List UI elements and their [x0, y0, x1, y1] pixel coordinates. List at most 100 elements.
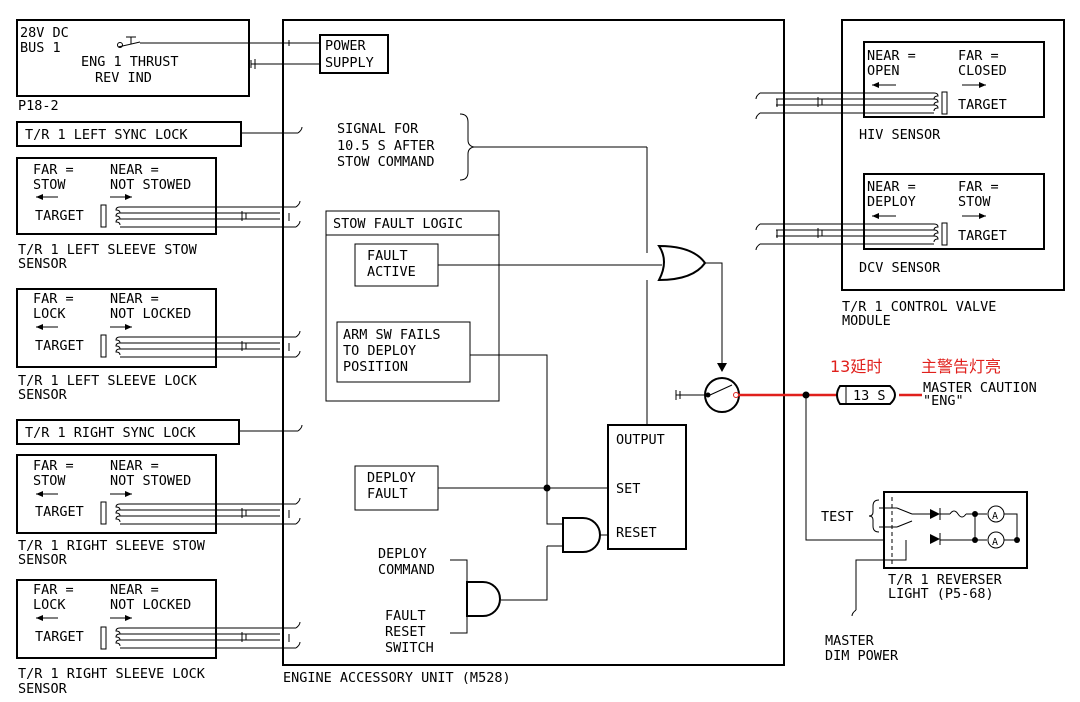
svg-text:FAR =: FAR = [33, 162, 74, 178]
reverser-light-box [883, 491, 1028, 569]
fault-active-line2: ACTIVE [367, 264, 416, 280]
cvm-caption-1: T/R 1 CONTROL VALVE [842, 299, 996, 315]
svg-text:NOT STOWED: NOT STOWED [110, 473, 191, 489]
output-switch-icon [675, 377, 740, 413]
svg-text:NEAR =: NEAR = [110, 458, 159, 474]
bus-label-line1: 28V DC [20, 25, 69, 41]
left-sync-lock-label: T/R 1 LEFT SYNC LOCK [25, 127, 188, 143]
reverser-light-caption-2: LIGHT (P5-68) [888, 586, 994, 602]
arm-line3: POSITION [343, 359, 408, 375]
svg-text:NEAR =: NEAR = [867, 48, 916, 64]
right-sync-lock-box [16, 419, 240, 445]
right-stow-sensor: FAR = STOW NEAR = NOT STOWED TARGET [16, 454, 301, 534]
svg-text:TARGET: TARGET [35, 629, 84, 645]
svg-text:CLOSED: CLOSED [958, 63, 1007, 79]
breaker-label-line2: REV IND [95, 70, 152, 86]
svg-text:FAR =: FAR = [33, 458, 74, 474]
test-switch-icon [879, 507, 930, 528]
master-caution-line1: MASTER CAUTION [923, 380, 1037, 396]
power-supply-line1: POWER [325, 38, 367, 54]
svg-text:TARGET: TARGET [35, 504, 84, 520]
svg-text:STOW: STOW [33, 473, 66, 489]
deploy-fault-line2: FAULT [367, 486, 408, 502]
arm-sw-fails-box [336, 321, 471, 383]
svg-text:STOW: STOW [958, 194, 991, 210]
diode-icon [930, 534, 940, 544]
power-supply-box [319, 34, 389, 74]
deploy-command-line2: COMMAND [378, 562, 435, 578]
eau-connector-marks [288, 40, 778, 642]
left-lock-sensor: FAR = LOCK NEAR = NOT LOCKED TARGET [16, 288, 301, 368]
signal-label-line1: SIGNAL FOR [337, 121, 419, 137]
deploy-and-gate [466, 581, 501, 617]
latch-set-label: SET [616, 481, 640, 497]
fault-reset-line3: SWITCH [385, 640, 434, 656]
svg-text:NEAR =: NEAR = [867, 179, 916, 195]
fault-active-line1: FAULT [367, 248, 408, 264]
svg-text:FAR =: FAR = [33, 291, 74, 307]
left-stow-sensor: FAR = STOW NEAR = NOT STOWED TARGET [16, 157, 301, 235]
svg-text:NEAR =: NEAR = [110, 162, 159, 178]
hiv-sensor: NEAR = OPEN FAR = CLOSED TARGET [755, 41, 1045, 120]
right-stow-sensor-caption-2: SENSOR [18, 552, 68, 568]
deploy-fault-line1: DEPLOY [367, 470, 416, 486]
bus-label-line2: BUS 1 [20, 40, 61, 56]
ground-icon [250, 59, 320, 69]
lamp-label-upper: A [992, 511, 998, 522]
latch-reset-label: RESET [616, 525, 657, 541]
svg-text:TARGET: TARGET [35, 208, 84, 224]
delay-label: 13 S [853, 388, 886, 404]
svg-text:NOT LOCKED: NOT LOCKED [110, 306, 191, 322]
master-dim-line2: DIM POWER [825, 648, 899, 664]
circuit-breaker-icon [117, 36, 141, 48]
left-sync-lock-box [16, 121, 242, 147]
delay-element: 13 S [836, 385, 896, 405]
power-supply-line2: SUPPLY [325, 55, 374, 71]
test-brace [868, 499, 880, 533]
right-lock-sensor: FAR = LOCK NEAR = NOT LOCKED TARGET [16, 579, 301, 659]
power-bus-box [16, 19, 250, 97]
reverser-light-caption-1: T/R 1 REVERSER [888, 572, 1003, 588]
signal-label-line3: STOW COMMAND [337, 154, 435, 170]
left-lock-sensor-caption-2: SENSOR [18, 387, 68, 403]
dcv-sensor: NEAR = DEPLOY FAR = STOW TARGET [755, 173, 1045, 251]
svg-text:NOT STOWED: NOT STOWED [110, 177, 191, 193]
left-lock-sensor-caption-1: T/R 1 LEFT SLEEVE LOCK [18, 373, 198, 389]
svg-text:NEAR =: NEAR = [110, 582, 159, 598]
right-sync-lock-label: T/R 1 RIGHT SYNC LOCK [25, 425, 197, 441]
arm-line2: TO DEPLOY [343, 343, 416, 359]
stow-fault-logic-title: STOW FAULT LOGIC [333, 216, 463, 232]
master-caution-line2: "ENG" [923, 393, 964, 409]
latch-box [607, 424, 687, 550]
fault-active-box [354, 243, 439, 287]
left-stow-sensor-caption-1: T/R 1 LEFT SLEEVE STOW [18, 242, 198, 258]
lamp-label-lower: A [992, 537, 998, 548]
reset-and-gate [562, 517, 601, 553]
master-dim-line1: MASTER [825, 633, 875, 649]
svg-text:NEAR =: NEAR = [110, 291, 159, 307]
svg-text:OPEN: OPEN [867, 63, 900, 79]
svg-text:FAR =: FAR = [958, 179, 999, 195]
cvm-caption-2: MODULE [842, 313, 891, 329]
svg-text:FAR =: FAR = [33, 582, 74, 598]
svg-text:LOCK: LOCK [33, 597, 66, 613]
svg-text:DEPLOY: DEPLOY [867, 194, 916, 210]
svg-text:TARGET: TARGET [958, 97, 1007, 113]
panel-label: P18-2 [18, 98, 59, 114]
delay-annotation: 13延时 [830, 357, 882, 376]
arm-line1: ARM SW FAILS [343, 327, 441, 343]
svg-text:STOW: STOW [33, 177, 66, 193]
light-annotation: 主警告灯亮 [921, 357, 1001, 376]
svg-text:LOCK: LOCK [33, 306, 66, 322]
deploy-command-line1: DEPLOY [378, 546, 427, 562]
fault-reset-line1: FAULT [385, 608, 426, 624]
proximity-sensor-icon [115, 200, 301, 228]
diode-icon [930, 509, 940, 519]
or-gate [657, 244, 707, 282]
svg-text:FAR =: FAR = [958, 48, 999, 64]
breaker-label-line1: ENG 1 THRUST [81, 54, 179, 70]
right-stow-sensor-caption-1: T/R 1 RIGHT SLEEVE STOW [18, 538, 206, 554]
svg-text:NOT LOCKED: NOT LOCKED [110, 597, 191, 613]
right-lock-sensor-caption-2: SENSOR [18, 681, 68, 697]
dcv-sensor-caption: DCV SENSOR [859, 260, 941, 276]
